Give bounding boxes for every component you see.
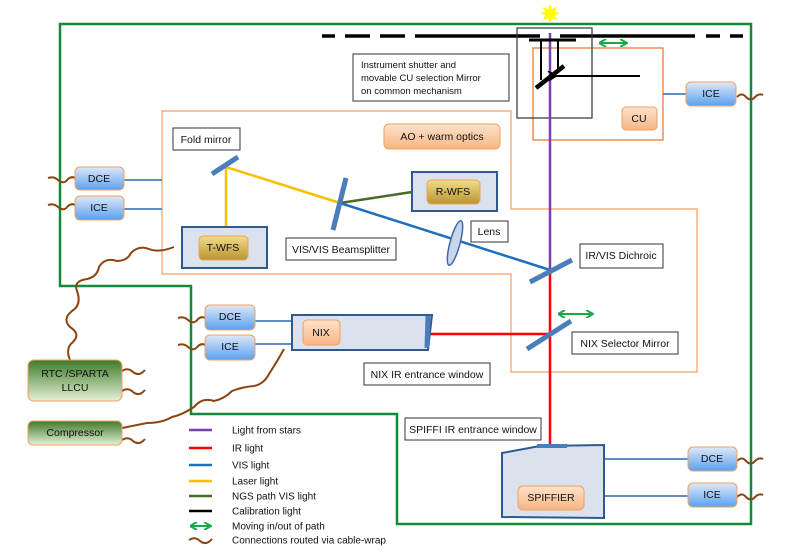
ao-warm-optics-outline [161, 110, 698, 373]
spiffier-ice-unit[interactable]: ICE [687, 482, 738, 508]
svg-text:Instrument shutter and: Instrument shutter and [361, 60, 456, 71]
nix-selector-mirror [525, 318, 573, 352]
svg-text:NIX: NIX [312, 327, 330, 339]
nix-selector-label: NIX Selector Mirror [571, 331, 679, 355]
left-dce-unit[interactable]: DCE [74, 166, 125, 191]
nix-entrance-window [424, 315, 431, 349]
legend-item: Laser light [189, 477, 278, 488]
ir-vis-dichroic [528, 257, 574, 285]
svg-text:LLCU: LLCU [62, 382, 89, 394]
rwfs-unit[interactable]: R-WFS [411, 171, 498, 212]
legend-item: Moving in/out of path [191, 522, 325, 533]
spiffier-unit[interactable]: SPIFFIER [501, 443, 605, 520]
fold-mirror-label: Fold mirror [172, 127, 241, 151]
shutter-selection-mirror [529, 38, 576, 90]
ngs-light-path [339, 190, 413, 205]
lens [446, 219, 464, 267]
svg-text:AO + warm optics: AO + warm optics [400, 131, 483, 143]
star-icon [540, 4, 560, 23]
compressor-unit[interactable]: Compressor [27, 420, 123, 446]
svg-text:NIX Selector Mirror: NIX Selector Mirror [580, 338, 670, 350]
svg-text:Compressor: Compressor [46, 427, 104, 439]
svg-text:on common mechanism: on common mechanism [361, 86, 462, 97]
shutter-mechanism-box [516, 27, 593, 119]
fold-mirror [210, 154, 240, 177]
legend-label: Connections routed via cable-wrap [232, 536, 386, 547]
svg-text:SPIFFIER: SPIFFIER [527, 492, 575, 504]
svg-text:NIX IR entrance window: NIX IR entrance window [371, 369, 484, 381]
svg-text:R-WFS: R-WFS [436, 186, 470, 198]
cu-ice-unit[interactable]: ICE [685, 81, 737, 107]
laser-light-path [224, 165, 341, 227]
ao-warm-optics-label: AO + warm optics [383, 123, 501, 150]
dichroic-label: IR/VIS Dichroic [579, 243, 664, 269]
beamsplitter-label: VIS/VIS Beamsplitter [285, 237, 397, 261]
svg-text:Lens: Lens [478, 226, 501, 238]
rtc-sparta-llcu-unit[interactable]: RTC /SPARTA LLCU [27, 359, 123, 402]
svg-text:SPIFFI IR entrance window: SPIFFI IR entrance window [409, 424, 537, 436]
vis-light-path [339, 201, 551, 272]
legend-item: Calibration light [189, 507, 301, 518]
svg-text:T-WFS: T-WFS [207, 242, 240, 254]
left-ice-unit[interactable]: ICE [74, 195, 125, 221]
cable-wrap-connections [47, 93, 764, 501]
twfs-unit[interactable]: T-WFS [181, 226, 268, 269]
vis-vis-beamsplitter [330, 177, 349, 231]
svg-text:ICE: ICE [90, 202, 108, 214]
nix-unit[interactable]: NIX [291, 314, 434, 351]
cryostat-enclosure [58, 22, 753, 526]
legend-item: VIS light [189, 461, 269, 472]
legend-swatch [188, 537, 213, 545]
svg-text:VIS/VIS Beamsplitter: VIS/VIS Beamsplitter [292, 244, 391, 256]
svg-text:movable CU selection Mirror: movable CU selection Mirror [361, 73, 481, 84]
svg-text:DCE: DCE [219, 311, 241, 323]
legend-item: IR light [189, 444, 263, 455]
nix-window-label: NIX IR entrance window [363, 362, 491, 386]
nix-dce-unit[interactable]: DCE [204, 304, 256, 331]
shutter-label: Instrument shutter and movable CU select… [352, 53, 510, 102]
legend-label: Light from stars [232, 426, 301, 437]
electronic-connections [124, 93, 688, 497]
svg-text:ICE: ICE [702, 88, 720, 100]
legend-label: IR light [232, 444, 263, 455]
lens-label: Lens [470, 220, 509, 243]
svg-text:RTC /SPARTA: RTC /SPARTA [41, 368, 109, 380]
legend-label: Moving in/out of path [232, 522, 325, 533]
nix-ice-unit[interactable]: ICE [204, 334, 256, 361]
legend-label: VIS light [232, 461, 269, 472]
legend-item: Connections routed via cable-wrap [188, 536, 386, 547]
spiffier-dce-unit[interactable]: DCE [687, 446, 738, 472]
svg-text:DCE: DCE [701, 453, 723, 465]
legend-label: Calibration light [232, 507, 301, 518]
svg-text:DCE: DCE [88, 173, 110, 185]
legend-item: NGS path VIS light [189, 492, 316, 503]
cu-unit[interactable]: CU [621, 106, 658, 131]
svg-text:IR/VIS Dichroic: IR/VIS Dichroic [585, 250, 656, 262]
spiffi-window-label: SPIFFI IR entrance window [404, 417, 542, 441]
legend-item: Light from stars [189, 426, 301, 437]
legend-label: NGS path VIS light [232, 492, 316, 503]
svg-text:CU: CU [631, 113, 646, 125]
svg-text:ICE: ICE [221, 341, 239, 353]
svg-text:ICE: ICE [703, 489, 721, 501]
svg-text:Fold mirror: Fold mirror [181, 134, 232, 146]
legend-label: Laser light [232, 477, 278, 488]
